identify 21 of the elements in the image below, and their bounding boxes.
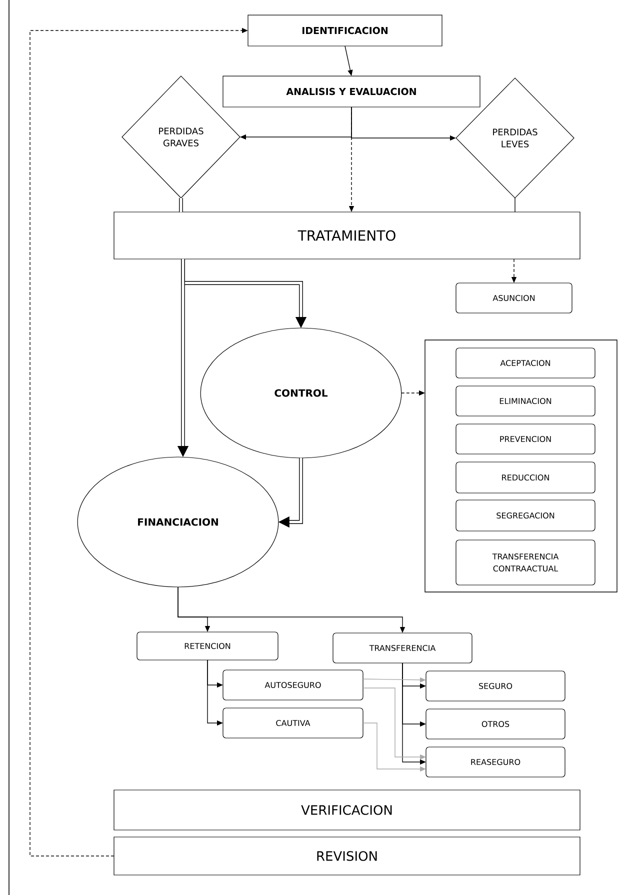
process-box: REDUCCION [456,462,596,494]
stage-band: VERIFICACION [114,790,580,830]
group-box [424,340,618,592]
process-box: TRANSFERENCIA CONTRAACTUAL [456,540,596,586]
process-box: OTROS [426,708,566,740]
process-box: PREVENCION [456,424,596,454]
process-box: AUTOSEGURO [222,670,364,700]
process-box: ACEPTACION [456,348,596,378]
process-box: ASUNCION [456,282,572,314]
process-box: SEGREGACION [456,500,596,532]
stage-band: REVISION [114,836,580,876]
process-box: ELIMINACION [456,386,596,416]
process-box: SEGURO [426,670,566,702]
process-box: REASEGURO [426,746,566,778]
process-box: CAUTIVA [222,708,364,738]
process-box: ANALISIS Y EVALUACION [222,76,480,108]
stage-band: TRATAMIENTO [114,212,580,260]
process-box: IDENTIFICACION [248,14,442,46]
process-box: TRANSFERENCIA [332,632,472,664]
process-box: RETENCION [136,632,278,660]
arrow [179,198,183,212]
